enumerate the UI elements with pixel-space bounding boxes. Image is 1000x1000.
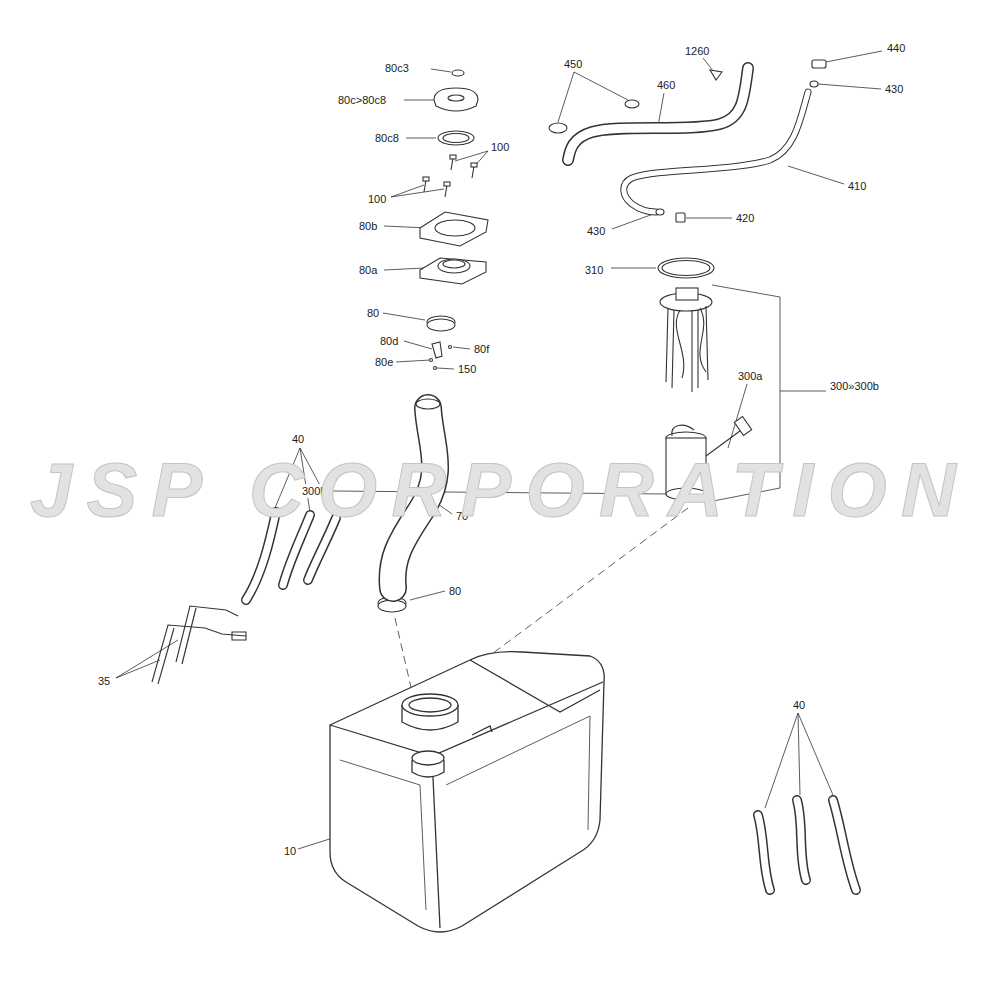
callout-number: 35 — [97, 674, 111, 688]
filler-cap-parts — [378, 70, 488, 612]
callout-number: 300a — [737, 369, 763, 383]
callout-number: 80d — [379, 334, 399, 348]
callout-number: 80c3 — [384, 61, 410, 75]
callout-number: 460 — [656, 78, 676, 92]
callout-number: 410 — [847, 179, 867, 193]
callout-number: 80 — [366, 306, 380, 320]
callout-number: 1260 — [684, 44, 710, 58]
callout-number: 80b — [358, 219, 378, 233]
tank-straps — [152, 512, 856, 890]
watermark: JSP CORPORATION — [30, 450, 970, 530]
callout-number: 40 — [792, 698, 806, 712]
vent-hoses — [549, 60, 826, 222]
fuel-tank — [330, 652, 604, 932]
callout-number: 80a — [358, 263, 378, 277]
callout-number: 80 — [448, 584, 462, 598]
callout-number: 300»300b — [829, 379, 880, 393]
callout-number: 430 — [586, 224, 606, 238]
callout-number: 80f — [473, 342, 490, 356]
callout-number: 100 — [367, 192, 387, 206]
callout-number: 80c8 — [374, 131, 400, 145]
callout-number: 440 — [886, 41, 906, 55]
callout-number: 150 — [457, 362, 477, 376]
callout-number: 10 — [283, 844, 297, 858]
callout-number: 100 — [490, 140, 510, 154]
callout-number: 310 — [584, 263, 604, 277]
callout-number: 430 — [884, 82, 904, 96]
callout-number: 420 — [735, 211, 755, 225]
callout-number: 80c>80c8 — [337, 93, 387, 107]
callout-number: 40 — [291, 432, 305, 446]
callout-number: 450 — [563, 57, 583, 71]
callout-number: 80e — [374, 355, 394, 369]
